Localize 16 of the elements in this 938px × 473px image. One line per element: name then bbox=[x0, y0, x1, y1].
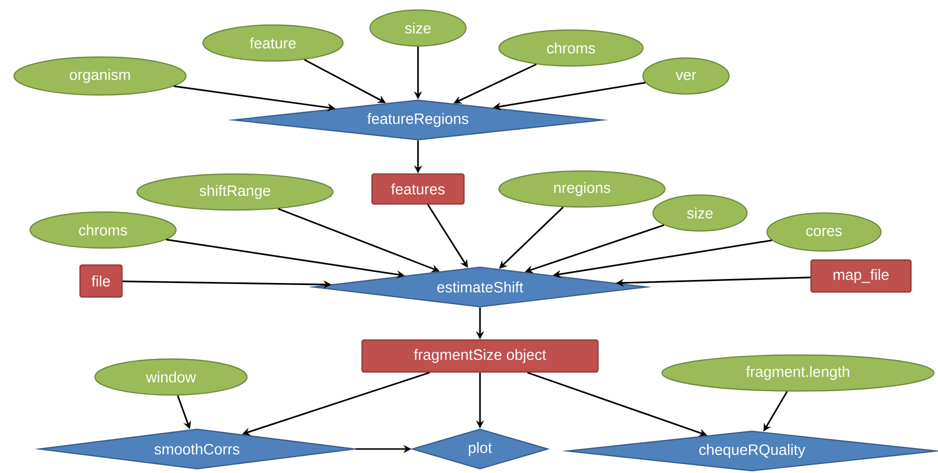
ellipse-node: nregions bbox=[498, 170, 666, 208]
ellipse-node: fragment.length bbox=[661, 354, 935, 392]
ellipse-node: chroms bbox=[29, 211, 177, 249]
ellipse-node: feature bbox=[202, 24, 344, 62]
data-box: file bbox=[79, 264, 123, 298]
ellipse-node: window bbox=[94, 358, 248, 396]
data-box: fragmentSize object bbox=[361, 339, 599, 373]
ellipse-node: size bbox=[652, 194, 748, 232]
ellipse-node: chroms bbox=[498, 29, 644, 67]
data-box: features bbox=[371, 173, 465, 205]
ellipse-node: size bbox=[369, 9, 467, 47]
ellipse-node: organism bbox=[13, 56, 187, 96]
ellipse-node: shiftRange bbox=[136, 173, 334, 211]
ellipse-node: ver bbox=[642, 57, 730, 95]
ellipse-node: cores bbox=[766, 212, 882, 252]
data-box: map_file bbox=[810, 259, 912, 293]
